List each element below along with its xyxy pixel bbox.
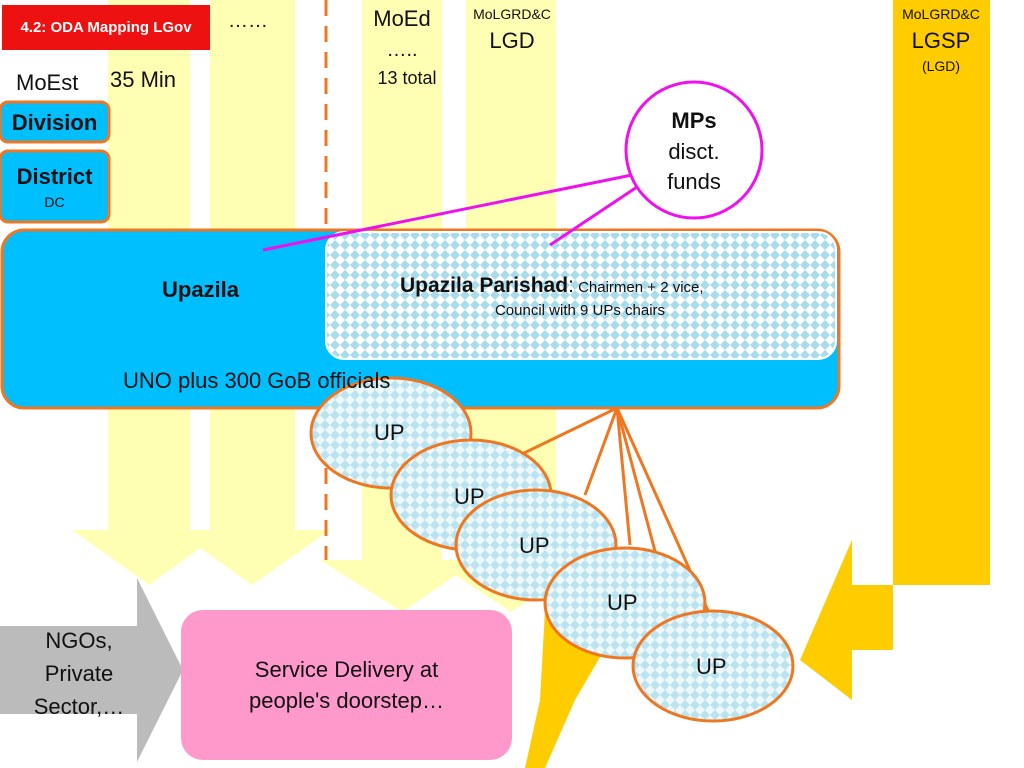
upazila-officials: UNO plus 300 GoB officials: [123, 368, 391, 393]
mps-circle: [624, 80, 764, 220]
parishad-box: [325, 231, 837, 360]
district-label: District: [16, 164, 93, 189]
mps-label: MPs: [671, 108, 717, 133]
moed-label: MoEd: [373, 6, 431, 31]
parishad-header: Upazila Parishad: Chairmen + 2 vice,: [400, 274, 704, 298]
mps-callout: [262, 173, 641, 252]
district-box: [0, 149, 111, 224]
up-label-4: UP: [607, 590, 638, 615]
ellipsis-label: ……: [228, 10, 268, 32]
service-line2: people's doorstep…: [249, 688, 444, 713]
mps-line3: funds: [667, 169, 721, 194]
upazila-label: Upazila: [162, 277, 240, 302]
parishad-colon: :: [568, 274, 574, 297]
up-label-3: UP: [519, 533, 550, 558]
parishad-line1: Chairmen + 2 vice,: [573, 279, 704, 296]
up-ellipse-5: [631, 609, 795, 723]
up-label-1: UP: [374, 420, 405, 445]
up-label-2: UP: [454, 484, 485, 509]
lgsp-label: LGSP: [911, 28, 971, 53]
molgrd-right-label: MoLGRD&C: [902, 6, 980, 22]
moed-ellipsis: …..: [386, 39, 418, 61]
lgd-label: LGD: [489, 28, 535, 53]
ngo-arrow-shape: [0, 578, 183, 762]
service-box: [181, 610, 512, 760]
ngo-line2: Private: [44, 661, 114, 686]
column-arrow-lgsp: [800, 0, 990, 700]
mps-line2: disct.: [668, 139, 720, 164]
min-label: 35 Min: [110, 67, 177, 92]
ngo-line1: NGOs,: [45, 628, 113, 653]
up-connector-lines: [519, 406, 712, 616]
service-line1: Service Delivery at: [254, 657, 439, 682]
title-badge: 4.2: ODA Mapping LGov: [2, 5, 210, 50]
parishad-line2: Council with 9 UPs chairs: [494, 302, 666, 319]
up-label-5: UP: [696, 654, 727, 679]
division-box: [0, 100, 111, 144]
division-label: Division: [11, 110, 98, 135]
parishad-title: Upazila Parishad: [400, 274, 569, 297]
moest-label: MoEst: [16, 70, 79, 95]
ngo-line3: Sector,…: [33, 694, 125, 719]
lgsp-sub-label: (LGD): [921, 58, 961, 74]
molgrd-mid-label: MoLGRD&C: [473, 6, 551, 22]
district-sub-label: DC: [44, 194, 65, 210]
moed-total: 13 total: [377, 68, 437, 88]
